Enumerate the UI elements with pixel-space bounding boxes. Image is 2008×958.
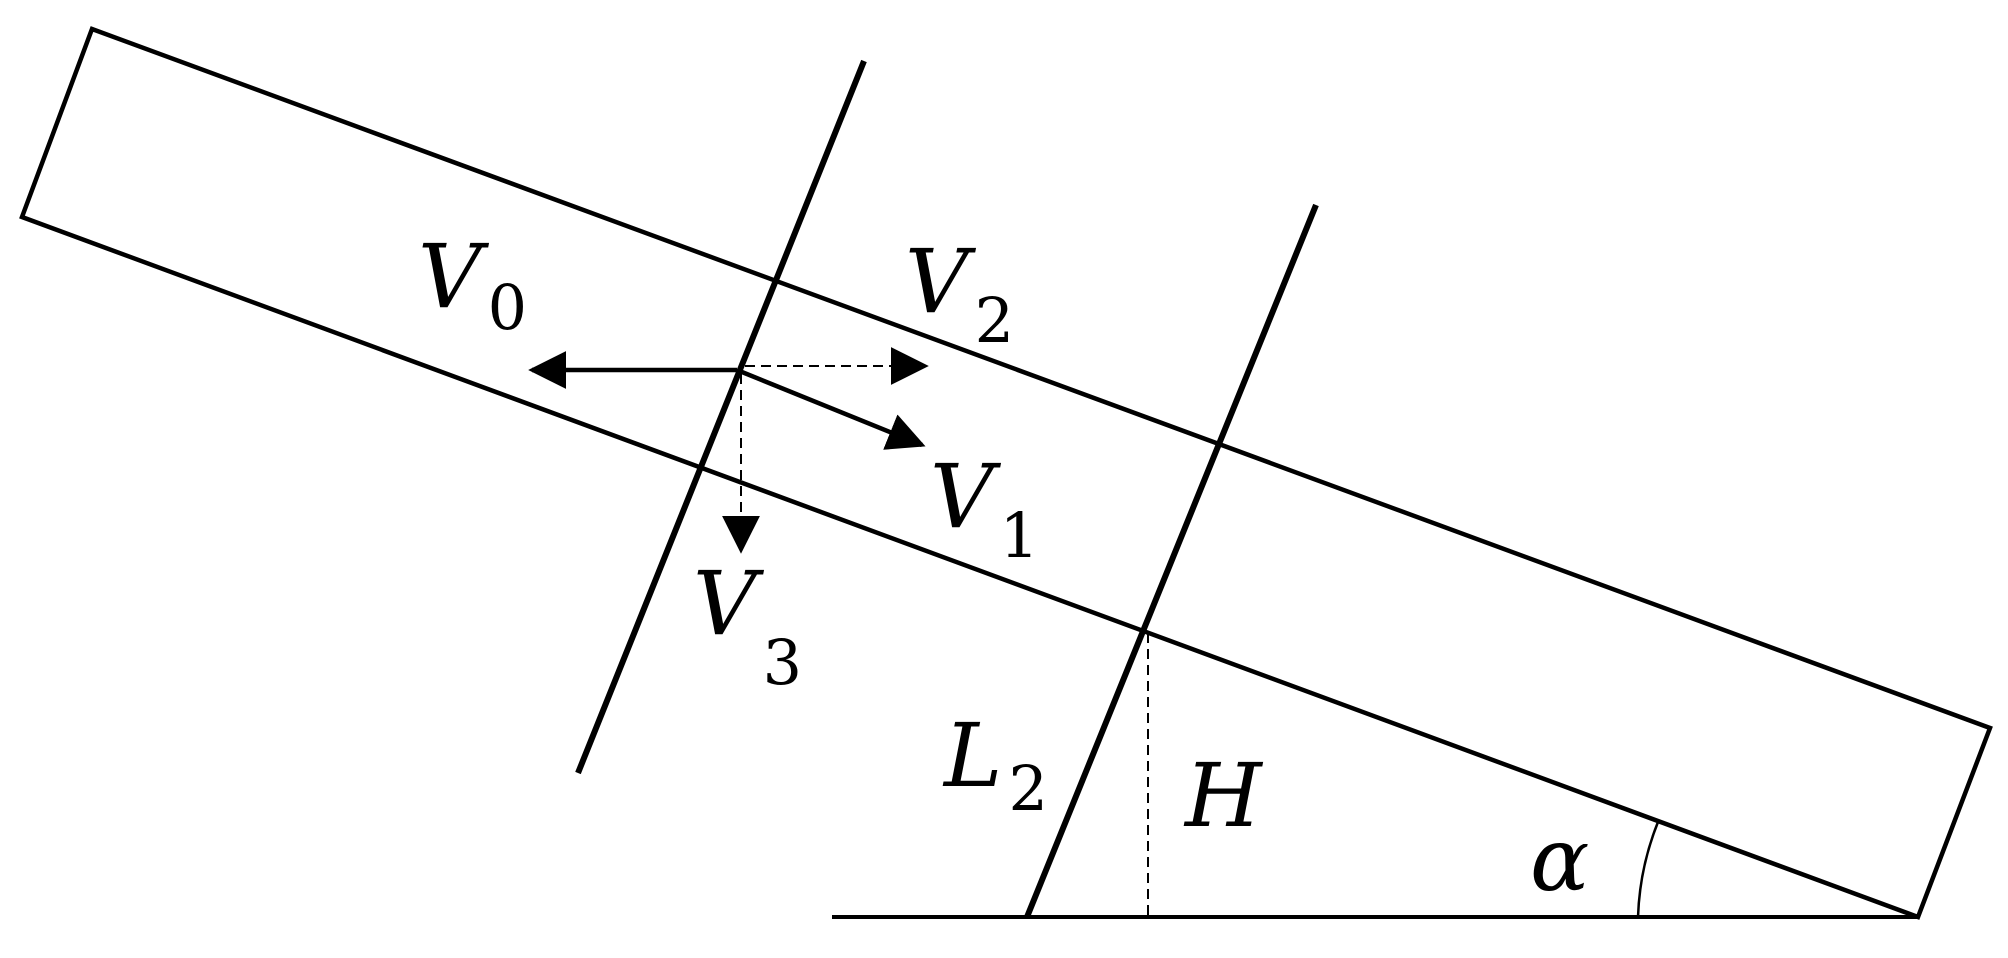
v1-arrow [736, 367, 926, 450]
alpha-label: α [1530, 808, 1589, 911]
l2-label: L2 [942, 704, 1048, 825]
v0-label: V0 [418, 225, 527, 344]
transverse-line-left [575, 59, 867, 775]
v1-label: V1 [930, 445, 1039, 572]
transverse-line-l2 [1024, 203, 1319, 919]
v3-label: V3 [693, 552, 802, 699]
h-label: H [1183, 744, 1264, 847]
angle-arc [1636, 821, 1660, 918]
inclined-slab [19, 26, 1993, 920]
v2-label: V2 [905, 230, 1014, 357]
